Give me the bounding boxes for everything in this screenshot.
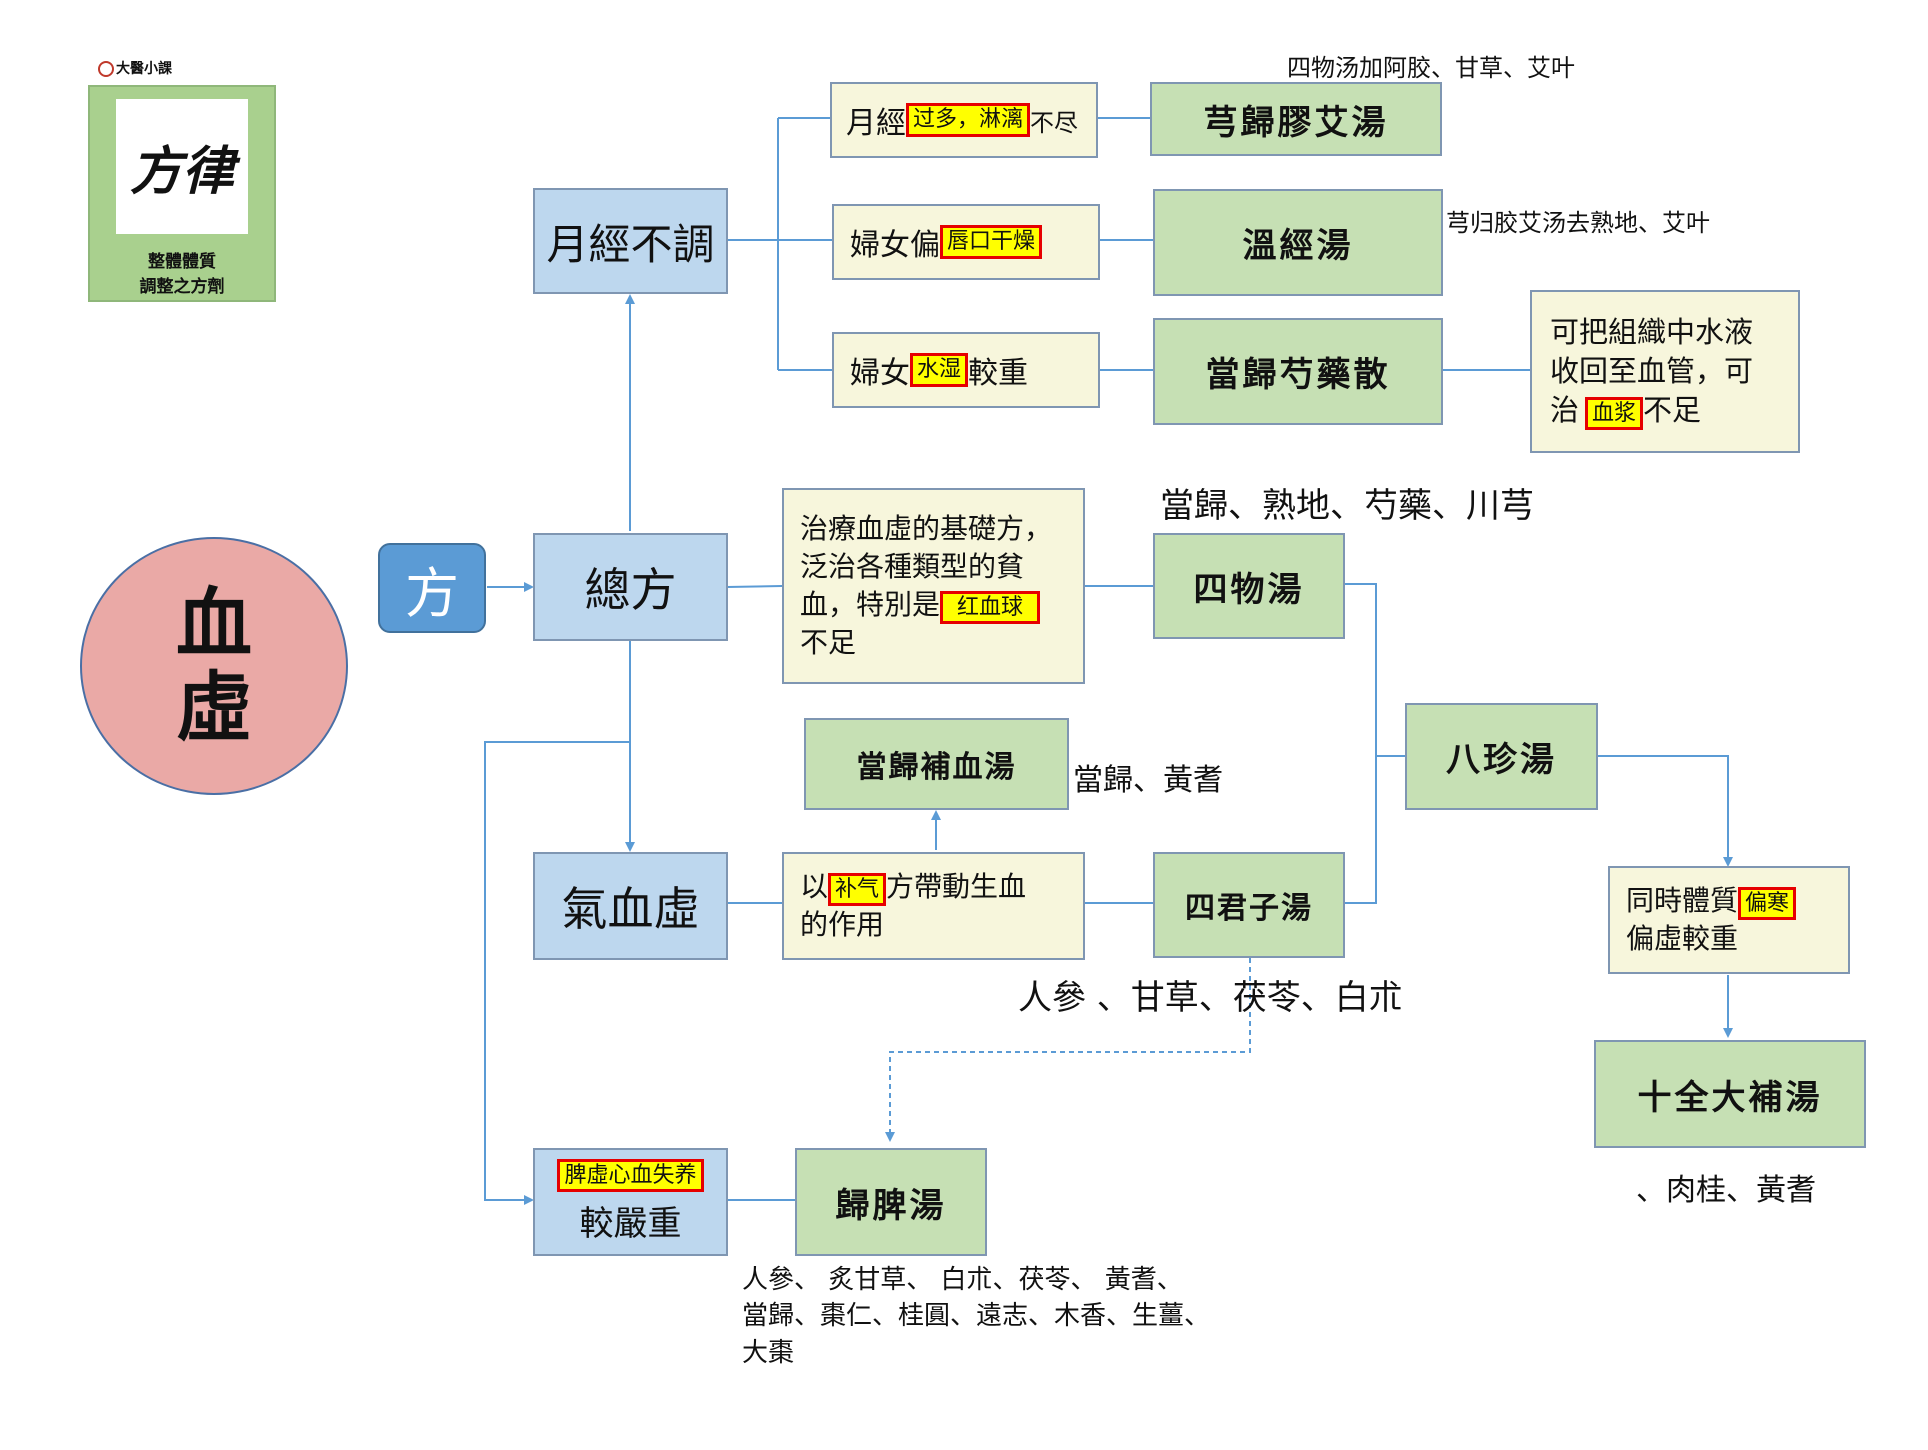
formula-xiongguijiaoai-label: 芎歸膠艾湯 <box>1203 102 1389 143</box>
cond7-post: 不足 <box>1643 392 1702 427</box>
condition-plasma: 可把組織中水液 收回至血管，可 治血浆不足 <box>1530 290 1800 453</box>
circle-text-1: 血 <box>176 579 252 669</box>
cond1-pre: 月經 <box>846 106 906 141</box>
formula-guipi: 歸脾湯 <box>795 1148 987 1256</box>
cond5-line1: 以补气方帶動生血 <box>800 868 1026 907</box>
note-guipi-line3: 大棗 <box>742 1337 795 1368</box>
condition-cold-deficient: 同時體質偏寒 偏虛較重 <box>1608 866 1850 974</box>
cond5-pre: 以 <box>800 869 829 903</box>
cond4-line4: 不足 <box>800 626 857 660</box>
fang-box: 方 <box>378 543 486 633</box>
highlight-buqi: 补气 <box>828 872 887 907</box>
highlight-rbc: 红血球 <box>940 590 1041 625</box>
cond3-post: 較重 <box>968 356 1029 391</box>
formula-dangguibuxue: 當歸補血湯 <box>804 718 1069 810</box>
seal-icon <box>98 61 114 77</box>
logo-calligraphy: 方律 <box>116 99 248 234</box>
cond1-post: 不尽 <box>1030 108 1079 137</box>
category-menstrual: 月經不調 <box>533 188 728 294</box>
formula-siwu: 四物湯 <box>1153 533 1345 639</box>
cond4-line2: 泛治各種類型的貧 <box>800 549 1025 583</box>
formula-sijunzi-label: 四君子湯 <box>1185 891 1313 926</box>
condition-dry-lips: 婦女偏唇口干燥 <box>832 204 1100 280</box>
formula-xiongguijiaoai: 芎歸膠艾湯 <box>1150 82 1442 156</box>
cond6-line1: 同時體質偏寒 <box>1626 882 1797 921</box>
cond7-line3: 治血浆不足 <box>1550 391 1701 431</box>
logo-caption-1: 整體體質 <box>148 252 216 272</box>
condition-anemia: 治療血虛的基礎方， 泛治各種類型的貧 血，特別是红血球 不足 <box>782 488 1085 684</box>
highlight-excess: 过多，淋漓 <box>906 103 1031 137</box>
category-general-label: 總方 <box>584 563 677 617</box>
logo-card: 方律 整體體質 調整之方劑 <box>88 85 276 302</box>
arrow-bazhen-to-cond6 <box>1598 755 1733 867</box>
formula-wenjing: 溫經湯 <box>1153 189 1443 296</box>
formula-shiquandabu: 十全大補湯 <box>1594 1040 1866 1148</box>
circle-text-2: 虛 <box>176 663 252 752</box>
cond7-line2: 收回至血管，可 <box>1550 353 1754 388</box>
formula-dangguishaoyao-label: 當歸芍藥散 <box>1205 355 1391 395</box>
arrow-sijunzi-to-guipi <box>885 958 1251 1142</box>
highlight-cold: 偏寒 <box>1738 886 1797 921</box>
cond4-line1: 治療血虛的基礎方， <box>800 512 1053 546</box>
category-spleen-label: 較嚴重 <box>579 1204 682 1245</box>
cond7-pre: 治 <box>1550 392 1580 427</box>
fang-label: 方 <box>405 561 459 625</box>
formula-siwu-label: 四物湯 <box>1193 569 1305 610</box>
cond6-line2: 偏虛較重 <box>1626 922 1739 956</box>
category-spleen: 脾虛心血失养 較嚴重 <box>533 1148 728 1256</box>
formula-shiquandabu-label: 十全大補湯 <box>1637 1077 1823 1118</box>
category-menstrual-label: 月經不調 <box>546 219 715 269</box>
logo-caption-2: 調整之方劑 <box>139 277 225 297</box>
cond2-pre: 婦女偏 <box>850 228 940 263</box>
formula-dangguishaoyao: 當歸芍藥散 <box>1153 318 1443 425</box>
highlight-dry-lips: 唇口干燥 <box>940 225 1043 259</box>
cond6-pre: 同時體質 <box>1626 883 1739 917</box>
note-siwu-herbs: 當歸、熟地、芍藥、川芎 <box>1160 486 1534 526</box>
highlight-spleen: 脾虛心血失养 <box>557 1158 704 1193</box>
formula-bazhen: 八珍湯 <box>1405 703 1598 810</box>
note-guipi-line2: 當歸、棗仁、桂圓、遠志、木香、生薑、 <box>742 1301 1211 1332</box>
cond4-line3-pre: 血，特別是 <box>800 587 941 621</box>
note-dangguibuxue-herbs: 當歸、黃耆 <box>1073 763 1223 798</box>
formula-guipi-label: 歸脾湯 <box>835 1185 947 1226</box>
category-qi-blood: 氣血虛 <box>533 852 728 960</box>
category-general: 總方 <box>533 533 728 641</box>
note-guipi-herbs: 人參、 炙甘草、 白朮、茯苓、 黃耆、 當歸、棗仁、桂圓、遠志、木香、生薑、 大… <box>742 1262 1210 1371</box>
formula-dangguibuxue-label: 當歸補血湯 <box>856 750 1017 785</box>
note-sijunzi-herbs: 人參 、甘草、茯苓、白朮 <box>1018 978 1403 1018</box>
cond3-pre: 婦女 <box>850 356 910 391</box>
formula-bazhen-label: 八珍湯 <box>1446 740 1557 780</box>
category-qi-blood-label: 氣血虛 <box>561 882 700 936</box>
formula-sijunzi: 四君子湯 <box>1153 852 1345 958</box>
note-guipi-line1: 人參、 炙甘草、 白朮、茯苓、 黃耆、 <box>742 1265 1183 1295</box>
condition-dampness: 婦女水湿較重 <box>832 332 1100 408</box>
condition-menstrual-excess: 月經过多，淋漓不尽 <box>830 82 1098 158</box>
note-xiongguijiaoai-minus: 芎归胶艾汤去熟地、艾叶 <box>1446 209 1710 237</box>
condition-qi-tonify: 以补气方帶動生血 的作用 <box>782 852 1085 960</box>
note-shiquan-extra: 、肉桂、黃耆 <box>1636 1173 1816 1208</box>
cond4-line3: 血，特別是红血球 <box>800 586 1041 625</box>
blood-deficiency-circle: 血 虛 <box>80 537 348 795</box>
highlight-plasma: 血浆 <box>1585 396 1644 431</box>
cond5-line2: 的作用 <box>800 908 885 942</box>
logo-header: 大醫小課 <box>98 58 172 78</box>
formula-wenjing-label: 溫經湯 <box>1242 226 1354 266</box>
cond7-line1: 可把組織中水液 <box>1550 314 1754 349</box>
cond5-post: 方帶動生血 <box>886 869 1027 903</box>
arrow-general-to-spleen <box>484 741 630 1205</box>
highlight-dampness: 水湿 <box>910 353 969 387</box>
note-siwu-plus: 四物汤加阿胶、甘草、艾叶 <box>1287 54 1575 82</box>
